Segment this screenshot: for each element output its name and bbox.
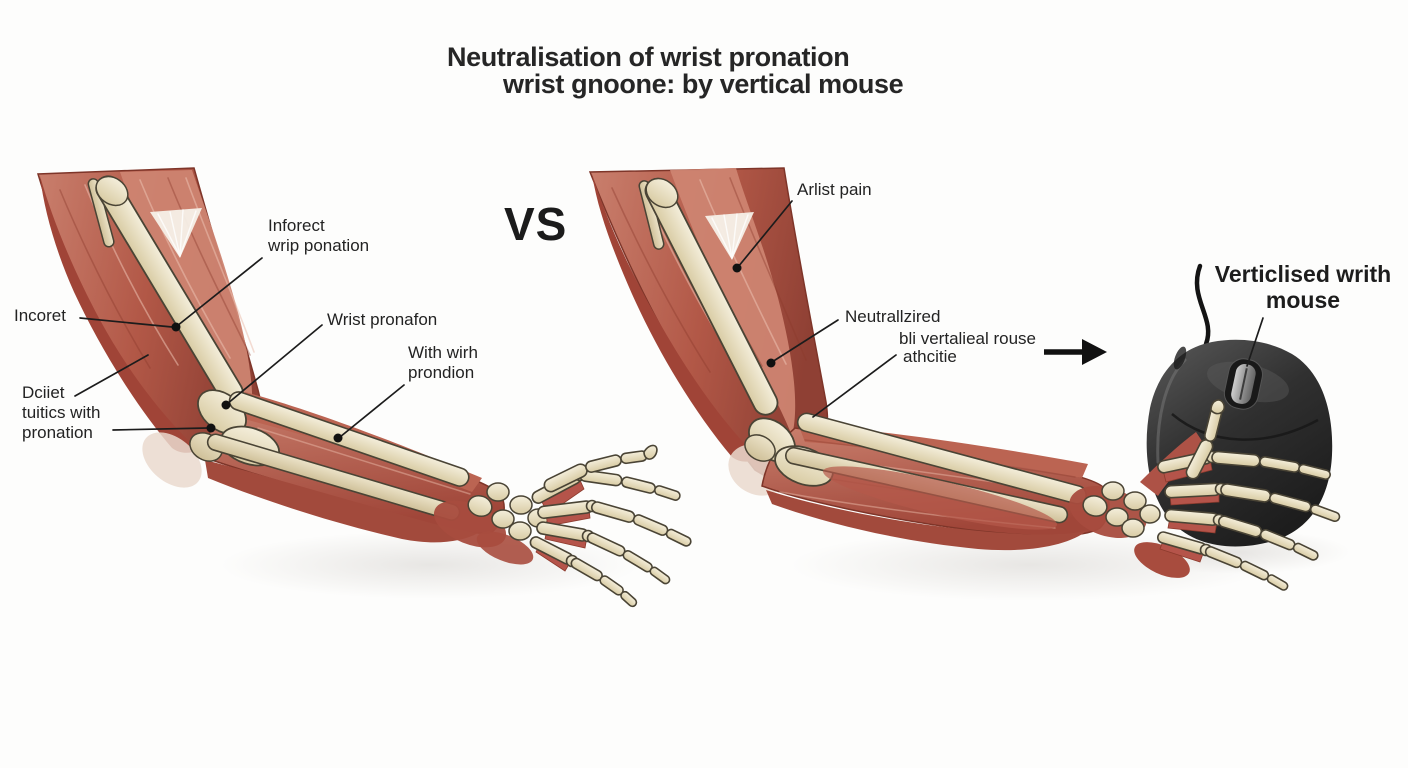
arrow-icon xyxy=(1044,339,1107,365)
label-line: tuitics with xyxy=(22,403,101,422)
label-wrist-pronation: Wrist pronafon xyxy=(327,310,437,330)
label-line: bli vertalieal rouse xyxy=(899,329,1037,348)
label-line: athcitie xyxy=(903,347,957,366)
label-line: Verticlised writh xyxy=(1214,261,1392,287)
annotation-dots xyxy=(171,263,776,443)
leader-lines xyxy=(74,200,1264,438)
label-incorrect-wrist-pronation: Inforect wrip ponation xyxy=(268,216,369,256)
label-line: prondion xyxy=(408,363,475,382)
mouse-scroll-wheel xyxy=(1223,358,1263,410)
mouse-button-seam xyxy=(1171,413,1319,441)
label-direct-with-pronation: Dciiet tuitics with pronation xyxy=(22,383,100,443)
mouse-cable xyxy=(1194,263,1211,347)
label-line: Neutrallzired xyxy=(845,307,941,326)
label-line: wrip ponation xyxy=(268,236,370,255)
label-line: Arlist pain xyxy=(797,180,872,199)
left-hand-skeleton xyxy=(467,444,692,608)
label-line: Incoret xyxy=(14,306,66,325)
label-vertical-mouse: Verticlised writh mouse xyxy=(1198,261,1408,313)
left-arm-illustration xyxy=(37,167,534,565)
label-line: Wrist pronafon xyxy=(327,310,438,329)
label-line: pronation xyxy=(22,423,93,442)
label-wrist-pain: Arlist pain xyxy=(797,180,872,200)
label-line: Dciiet xyxy=(22,383,65,402)
label-line: With wirh xyxy=(408,343,478,362)
label-with-pronation: With wirh prondion xyxy=(408,343,478,383)
title-line-1: Neutralisation of wrist pronation xyxy=(447,42,850,72)
vs-label: VS xyxy=(504,198,568,250)
label-incorrect: Incoret xyxy=(14,306,66,326)
label-line: Inforect xyxy=(268,216,325,235)
right-hand-skeleton xyxy=(1069,399,1341,591)
label-by-vertical-mouse: bli vertalieal rouse athcitie xyxy=(899,330,1036,366)
title-line-2: wrist gnoone: by vertical mouse xyxy=(503,69,904,99)
right-arm-illustration xyxy=(588,167,1110,551)
label-line: mouse xyxy=(1265,287,1341,313)
label-neutralised: Neutrallzired xyxy=(845,307,940,327)
